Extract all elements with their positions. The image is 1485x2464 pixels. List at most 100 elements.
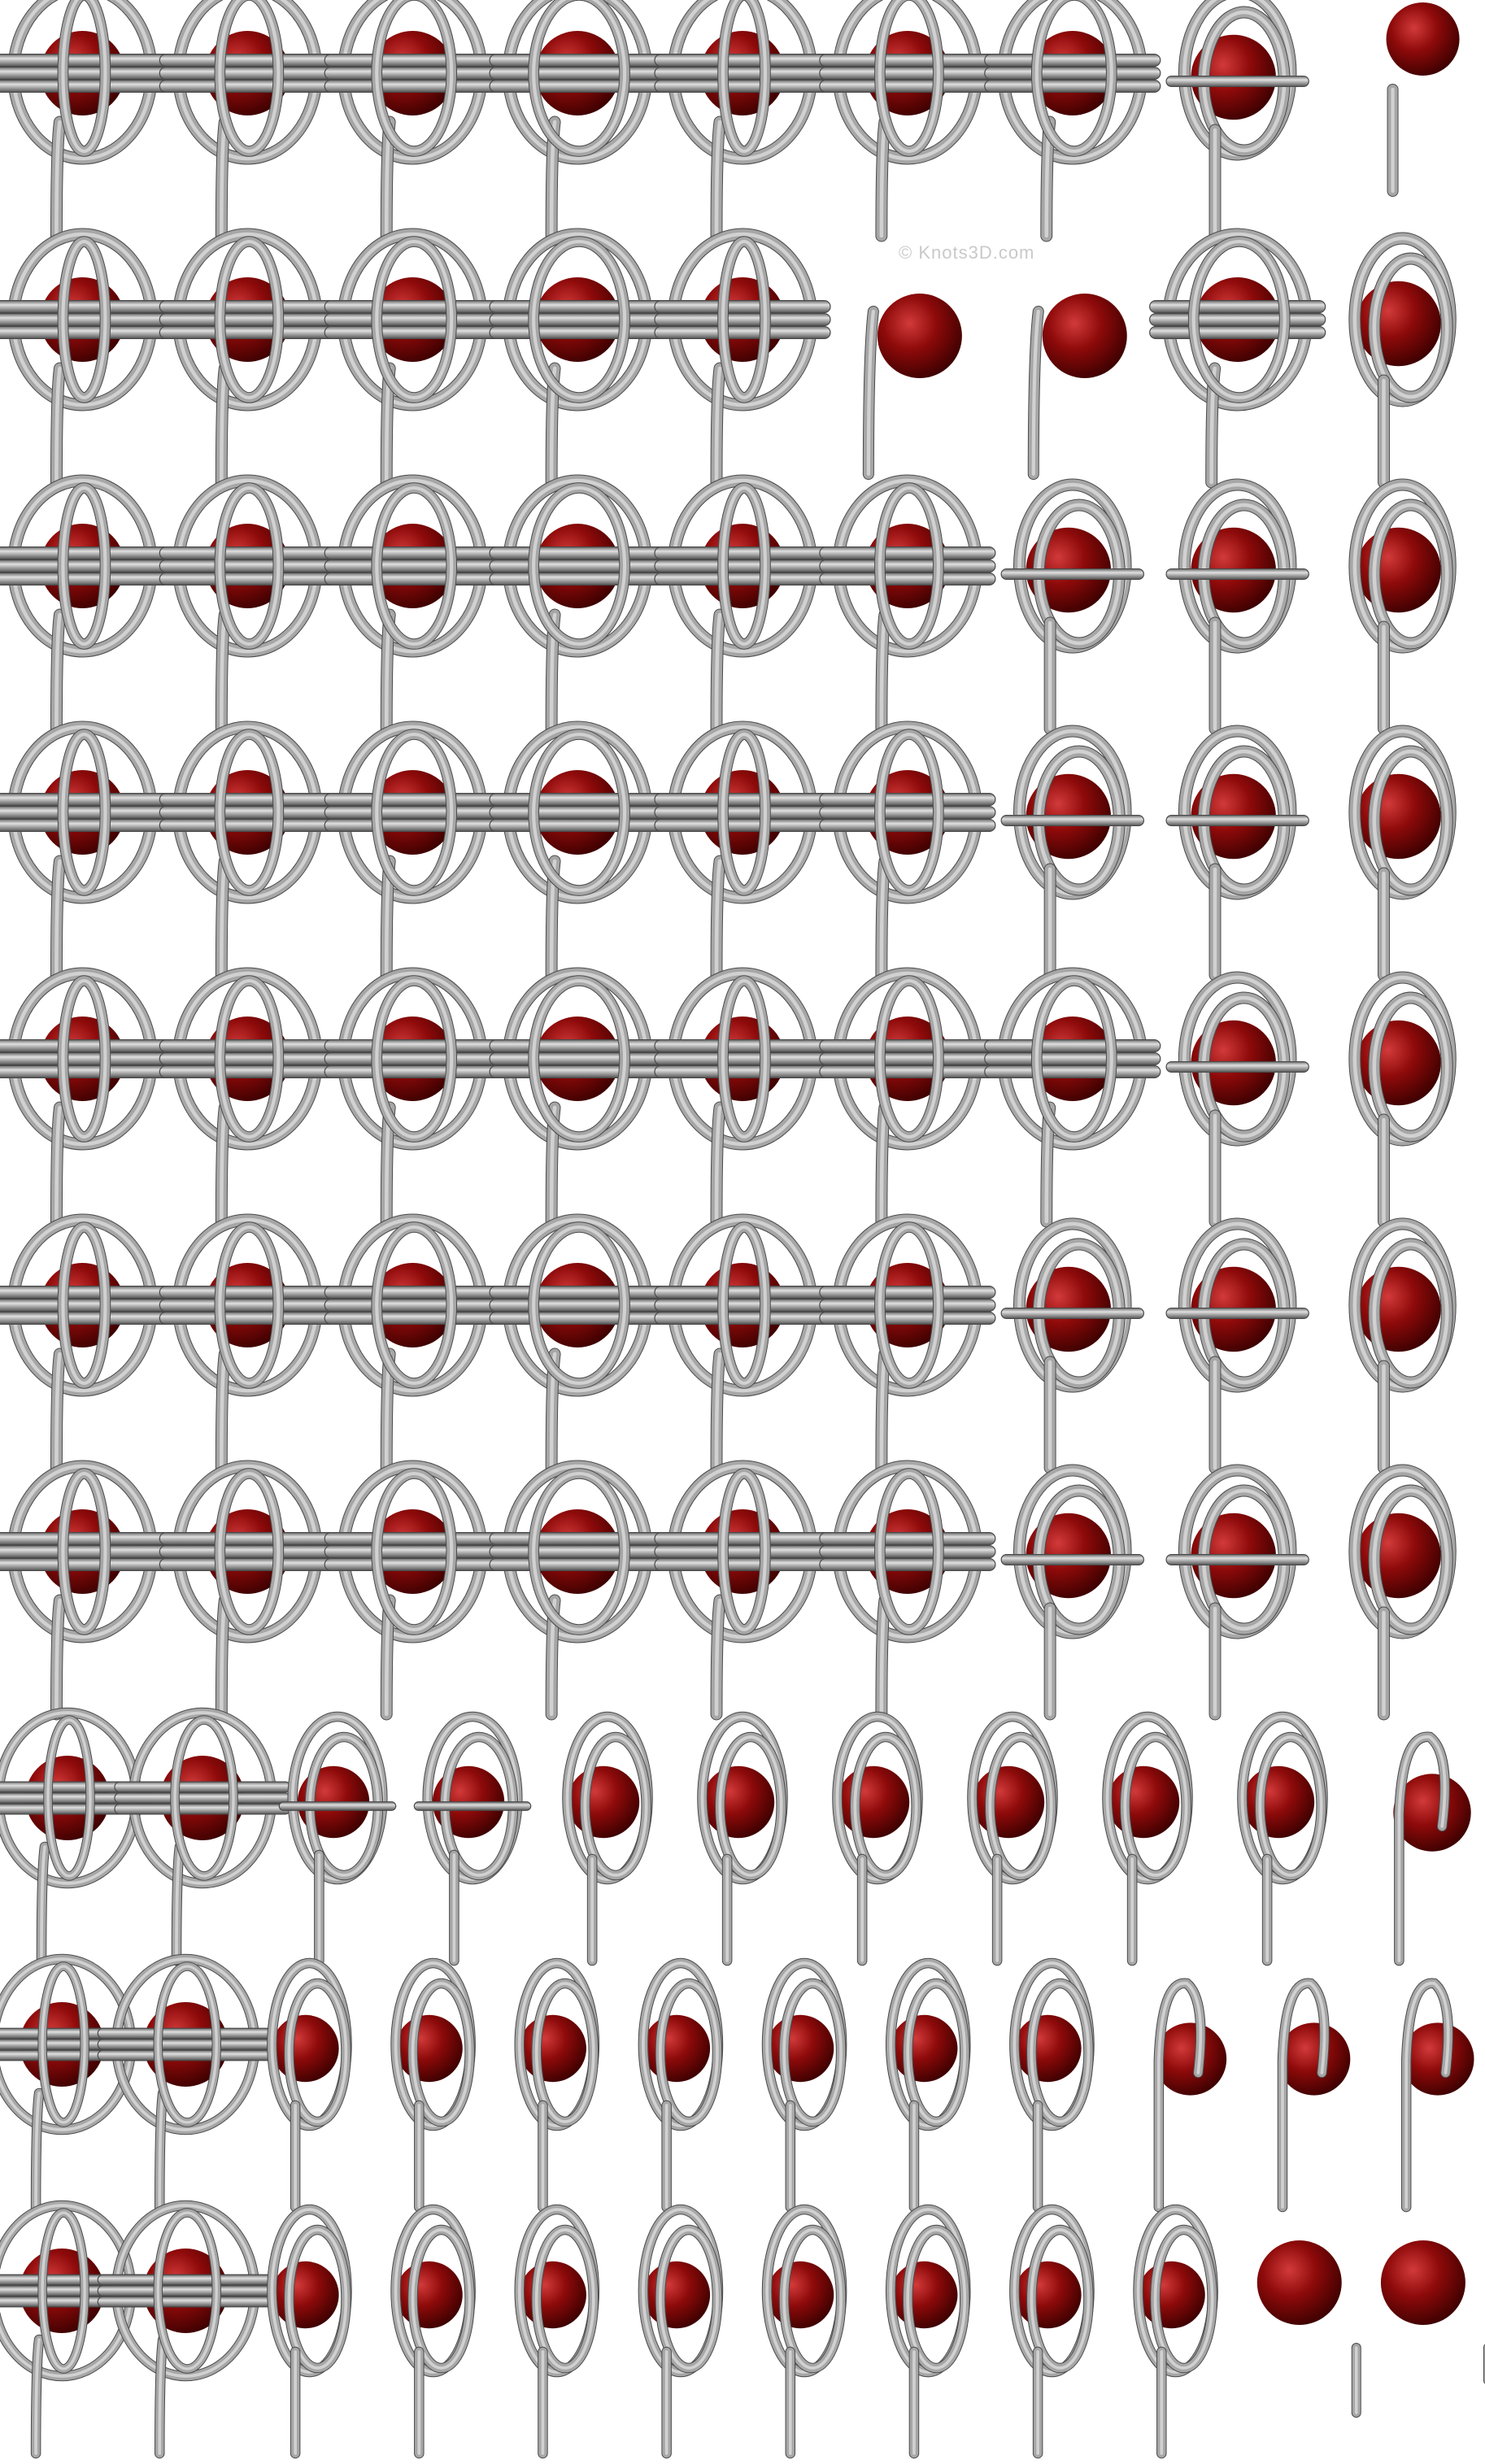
knot-frame <box>1278 1983 1350 2207</box>
knot-frame <box>490 1466 665 1714</box>
knot-frame <box>159 234 335 482</box>
knot-frame <box>1166 0 1309 236</box>
knot-frame <box>115 1713 290 1961</box>
knot-frame <box>655 727 830 975</box>
knot-frame <box>820 481 995 729</box>
ball-shape <box>1014 2015 1081 2082</box>
knot-frame <box>0 973 170 1221</box>
knot-frame <box>643 2209 718 2453</box>
knot-frame <box>1166 1470 1309 1714</box>
ball-shape <box>520 2262 586 2328</box>
ball-shape <box>838 1766 909 1838</box>
knot-frame <box>1166 485 1309 729</box>
knot-frame <box>395 2209 470 2453</box>
knot-frame <box>272 2209 346 2453</box>
knot-frame <box>1355 977 1450 1221</box>
knot-frame <box>891 1963 965 2207</box>
knot-frame <box>1001 485 1143 729</box>
ball-shape <box>395 2262 462 2328</box>
ball-shape <box>703 1766 774 1838</box>
knot-frame <box>1001 731 1143 975</box>
knot-frame <box>1166 1224 1309 1468</box>
ball-shape <box>520 2015 586 2082</box>
knot-frame <box>324 727 500 975</box>
ball-shape <box>568 1766 639 1838</box>
knot-frame <box>0 1713 155 1961</box>
knot-frame <box>490 481 665 729</box>
knot-frame <box>159 1220 335 1468</box>
knot-frame <box>655 1220 830 1468</box>
ball-shape <box>767 2262 834 2328</box>
knot-frame <box>985 0 1161 236</box>
watermark: © Knots3D.com <box>899 242 1034 263</box>
knot-frame <box>820 0 995 236</box>
knot-frame <box>272 1963 346 2207</box>
knot-frame <box>279 1717 395 1961</box>
knot-frame <box>655 973 830 1221</box>
knot-frame <box>0 481 170 729</box>
knot-frame <box>1243 1717 1323 1961</box>
knot-frame <box>1154 1983 1226 2207</box>
ball-shape <box>1108 1766 1179 1838</box>
knot-frame <box>0 727 170 975</box>
knot-frame <box>324 1466 500 1714</box>
ball-shape <box>1043 294 1127 378</box>
knot-frame <box>1355 485 1450 729</box>
knot-frame <box>1355 1470 1450 1714</box>
ball-shape <box>891 2262 957 2328</box>
ball-shape <box>1243 1766 1314 1838</box>
knot-frame <box>324 1220 500 1468</box>
knot-frame <box>838 1717 918 1961</box>
knot-frame <box>1014 1963 1089 2207</box>
knot-frame <box>655 234 830 482</box>
knot-frame <box>159 481 335 729</box>
ball-shape <box>643 2262 710 2328</box>
knot-frame <box>973 1717 1053 1961</box>
knot-frame <box>1138 2209 1213 2453</box>
knot-frame <box>0 1220 170 1468</box>
knot-frame <box>324 0 500 236</box>
knot-frame <box>414 1717 530 1961</box>
knot-frame <box>520 1963 594 2207</box>
ball-shape <box>973 1766 1044 1838</box>
knot-frame <box>490 727 665 975</box>
ball-shape <box>643 2015 710 2082</box>
knot-frame <box>1014 2209 1089 2453</box>
knot-frame <box>324 234 500 482</box>
knot-frame <box>767 1963 842 2207</box>
knot-frame <box>324 481 500 729</box>
knot-frame <box>1387 2 1460 191</box>
knot-frame <box>159 973 335 1221</box>
ball-shape <box>1387 2 1460 76</box>
ball-shape <box>1381 2240 1465 2325</box>
knot-frame <box>1001 1224 1143 1468</box>
knot-frame <box>324 973 500 1221</box>
knot-frame <box>869 294 962 474</box>
knot-frame <box>520 2209 594 2453</box>
knot-frame <box>1257 2240 1357 2413</box>
knot-frame <box>0 234 170 482</box>
knot-frame <box>490 1220 665 1468</box>
ball-shape <box>878 294 962 378</box>
knot-frame <box>643 1963 718 2207</box>
knot-frame <box>159 1466 335 1714</box>
knot-frame <box>767 2209 842 2453</box>
knot-frame <box>1401 1983 1474 2207</box>
knot-frame <box>655 1466 830 1714</box>
knot-frame <box>820 727 995 975</box>
knot-frame <box>395 1963 470 2207</box>
knot-frame <box>1166 731 1309 975</box>
knot-frame <box>985 973 1161 1221</box>
knot-frame <box>0 1466 170 1714</box>
knot-frame <box>490 973 665 1221</box>
knot-frame <box>1355 238 1450 482</box>
knot-frame <box>1108 1717 1188 1961</box>
ball-shape <box>891 2015 957 2082</box>
knot-frame <box>1355 731 1450 975</box>
knot-frame <box>820 1466 995 1714</box>
knot-frame <box>820 1220 995 1468</box>
knot-frame <box>159 727 335 975</box>
knot-frame <box>0 0 170 236</box>
